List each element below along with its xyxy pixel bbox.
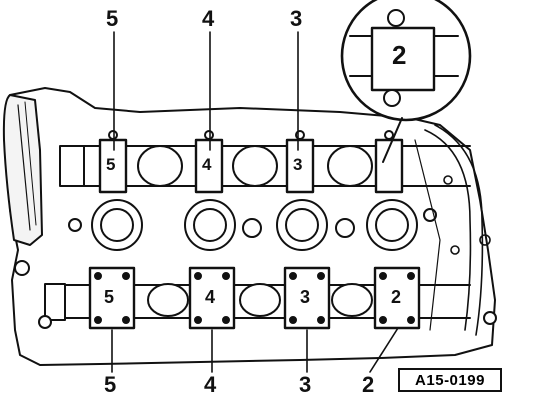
lower-cap-label-5: 5 bbox=[104, 287, 115, 307]
top-callout-5: 5 bbox=[106, 6, 119, 31]
timing-chain bbox=[414, 124, 491, 336]
callout-leaders bbox=[111, 31, 399, 373]
bottom-callout-2: 2 bbox=[362, 372, 375, 397]
bearing-cap-upper-2 bbox=[374, 138, 404, 194]
detail-cap-label: 2 bbox=[392, 40, 407, 70]
bearing-cap-upper-5 bbox=[98, 138, 128, 194]
spark-plug-wells bbox=[68, 199, 437, 251]
upper-cap-label-4: 4 bbox=[202, 155, 212, 174]
lower-cap-label-3: 3 bbox=[300, 287, 311, 307]
bearing-cap-upper-4 bbox=[194, 138, 224, 194]
end-cover bbox=[2, 94, 43, 246]
upper-camshaft bbox=[59, 130, 471, 194]
top-callout-3: 3 bbox=[290, 6, 303, 31]
upper-cap-label-5: 5 bbox=[106, 155, 116, 174]
lower-camshaft bbox=[44, 266, 471, 330]
detail-magnifier bbox=[340, 0, 472, 163]
figure-reference-code: A15-0199 bbox=[398, 368, 502, 392]
lower-cap-label-4: 4 bbox=[205, 287, 216, 307]
lower-cap-label-2: 2 bbox=[391, 287, 402, 307]
bottom-callout-3: 3 bbox=[299, 372, 312, 397]
top-callout-4: 4 bbox=[202, 6, 215, 31]
cylinder-head-outline bbox=[7, 87, 496, 366]
upper-cap-label-3: 3 bbox=[293, 155, 303, 174]
bottom-callout-4: 4 bbox=[204, 372, 217, 397]
bottom-callout-5: 5 bbox=[104, 372, 117, 397]
